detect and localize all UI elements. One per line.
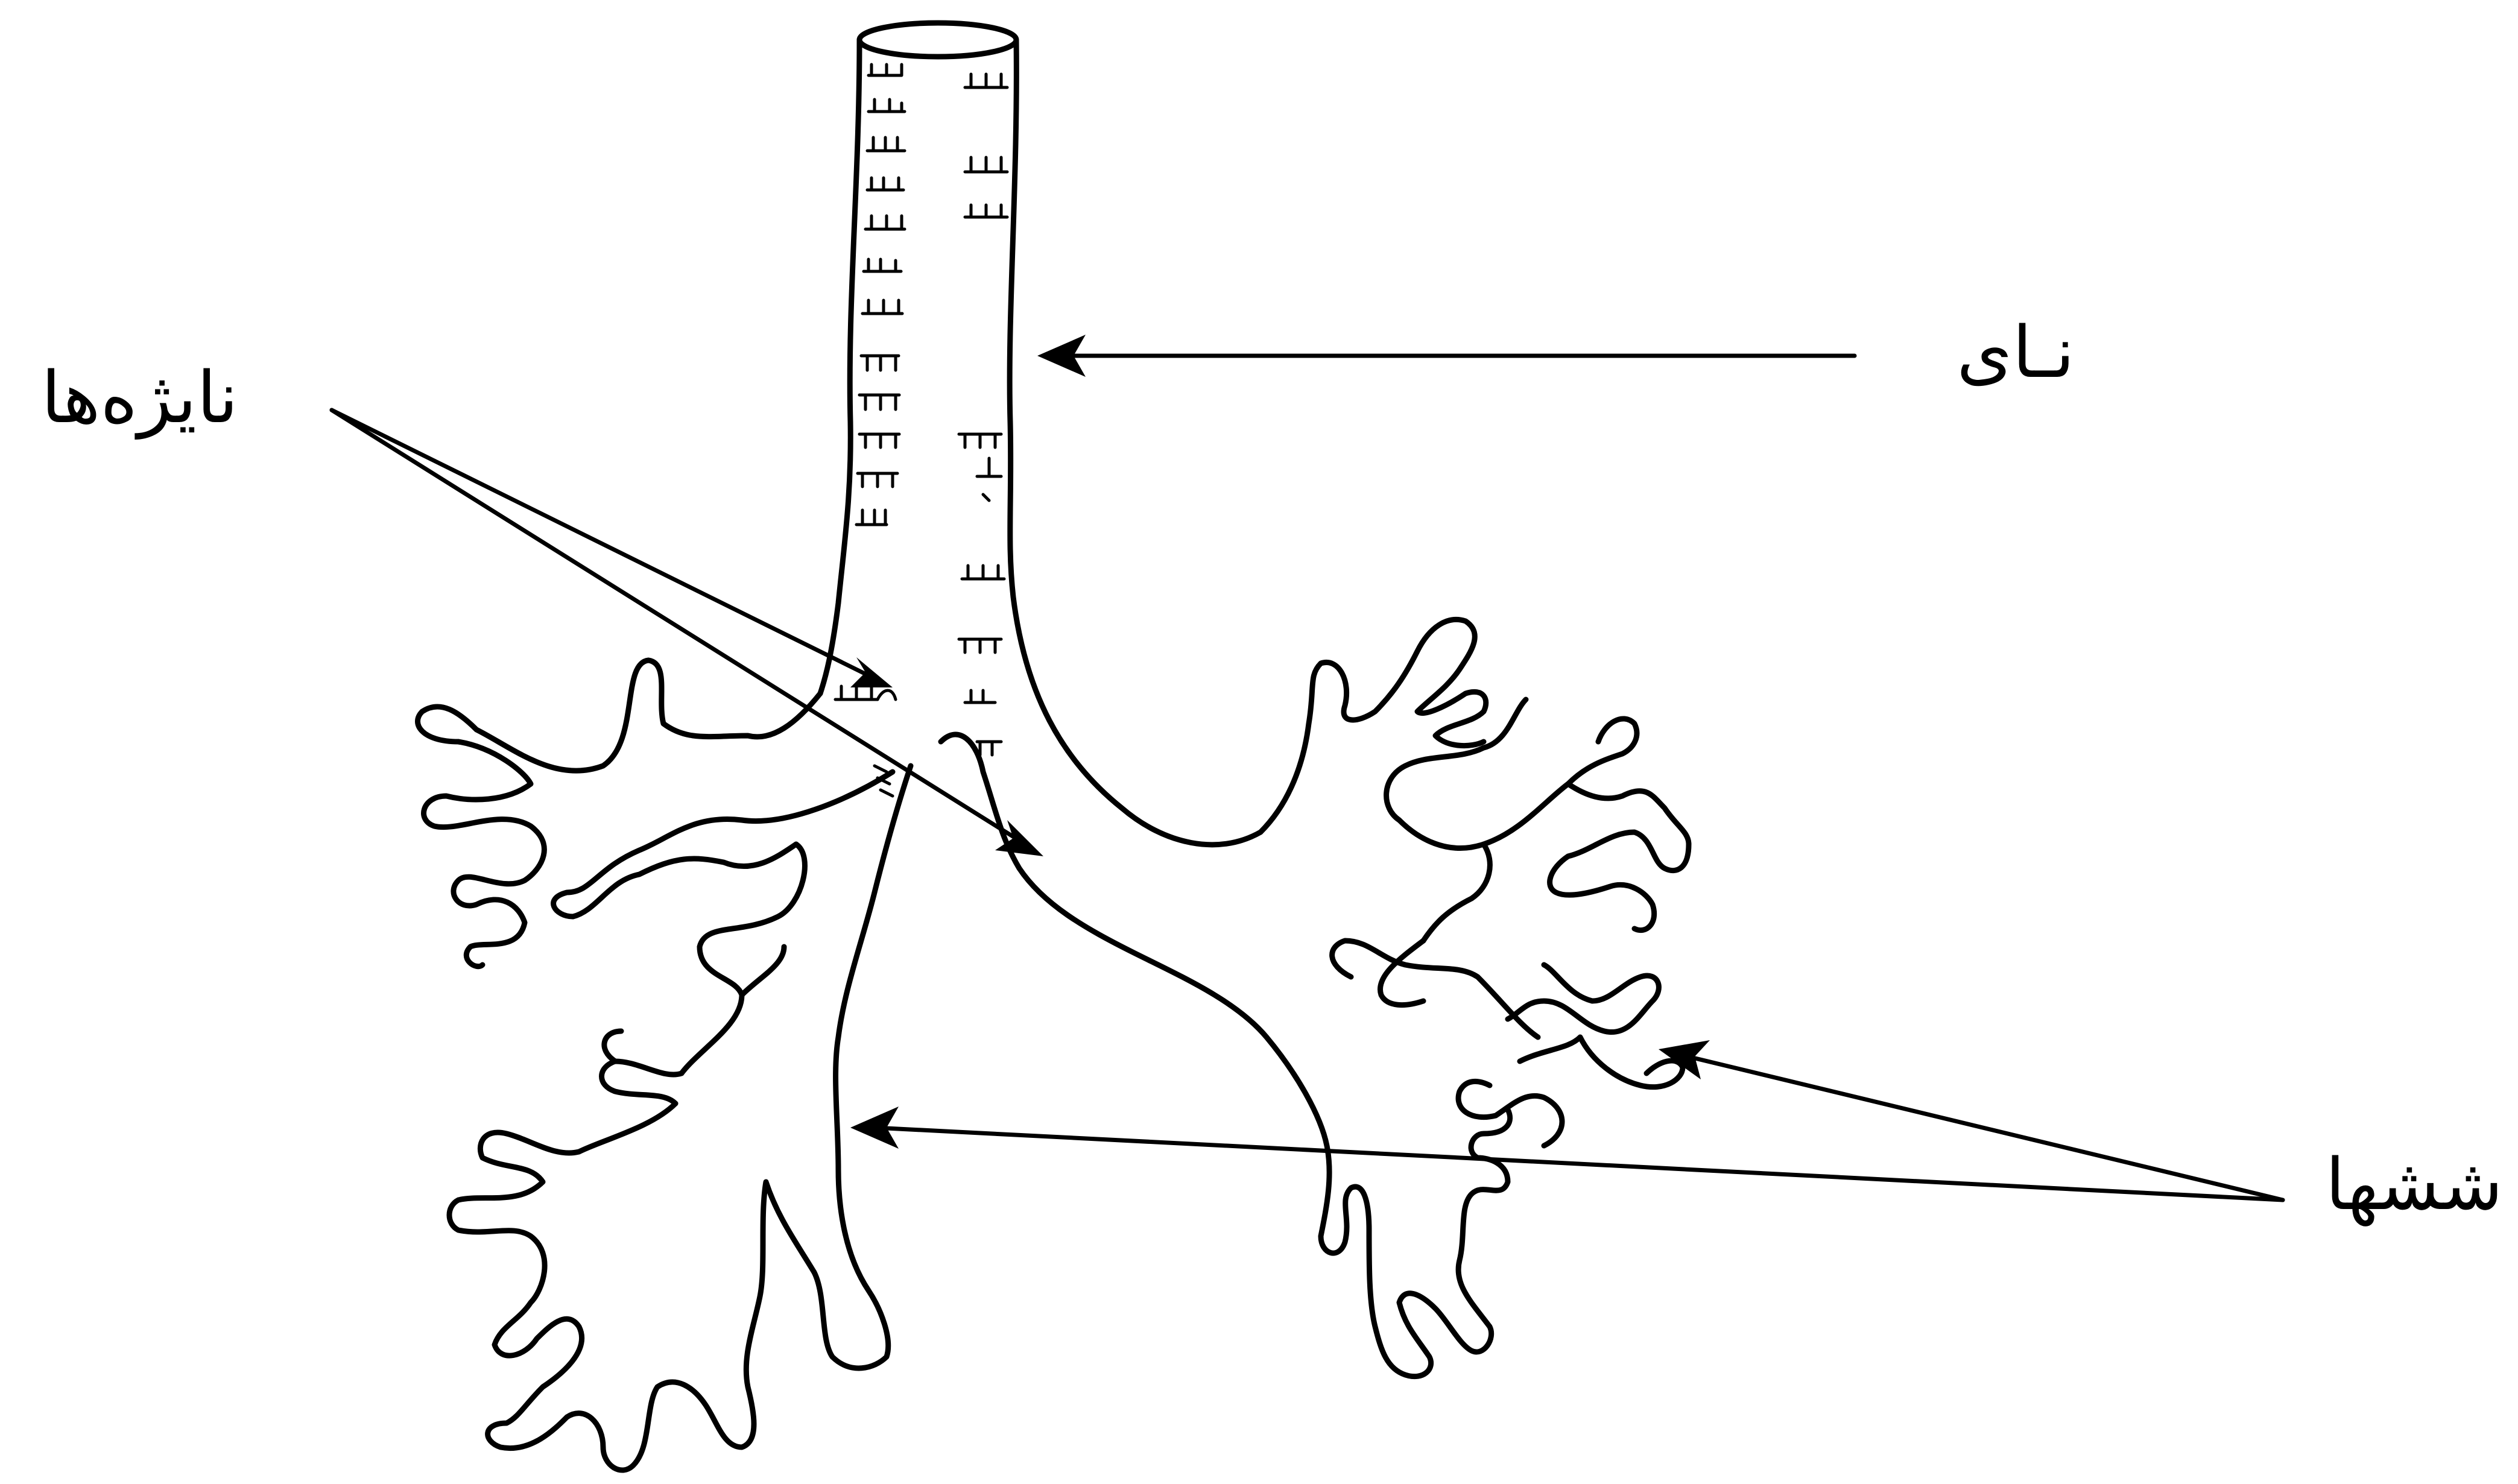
left-bronchial-tree	[418, 660, 911, 1470]
bronchi-callout: نایژه‌ها	[41, 356, 1043, 856]
cartilage-rings-left	[835, 65, 905, 699]
bronchi-label: نایژه‌ها	[41, 356, 238, 440]
lungs-label: ششها	[2326, 1143, 2503, 1227]
lungs-callout: ششها	[850, 1040, 2503, 1227]
trachea-callout: نـای	[1037, 311, 2075, 394]
trachea-label: نـای	[1957, 311, 2075, 394]
right-bronchial-tree	[941, 619, 1689, 1376]
